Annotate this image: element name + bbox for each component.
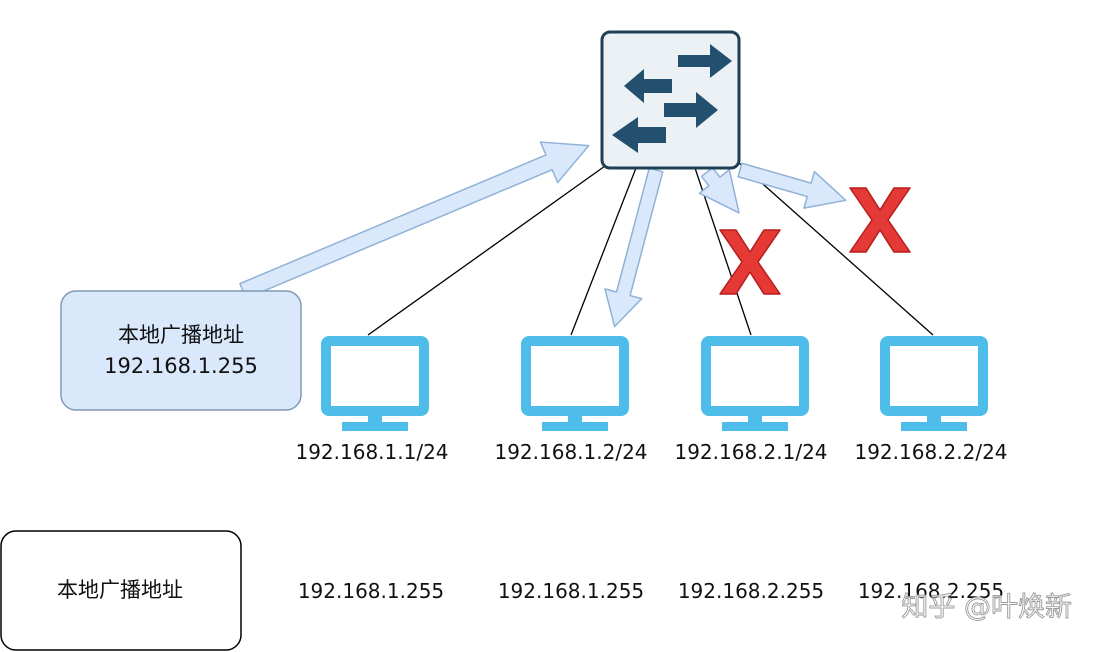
broadcast-address: 192.168.2.255 [678, 579, 824, 603]
monitor-icon [706, 341, 804, 431]
legend-label: 本地广播地址 [57, 578, 183, 602]
x-mark-icon [849, 187, 911, 253]
host-ip-label: 192.168.2.1/24 [674, 440, 827, 464]
callout-title: 本地广播地址 [118, 323, 244, 347]
link-host-2 [570, 167, 637, 336]
host-4 [885, 341, 983, 431]
host-ip-label: 192.168.2.2/24 [854, 440, 1007, 464]
broadcast-address: 192.168.1.255 [498, 579, 644, 603]
flow-arrow-to-host-2 [604, 167, 664, 328]
host-1 [326, 341, 424, 431]
legend-box: 本地广播地址 [0, 530, 242, 651]
link-host-4 [737, 161, 934, 336]
callout-address: 192.168.1.255 [104, 354, 258, 378]
broadcast-address: 192.168.2.255 [858, 579, 1004, 603]
flow-arrows [239, 141, 847, 328]
flow-arrow-to-switch [239, 141, 590, 300]
host-3 [706, 341, 804, 431]
flow-arrow-to-host-4 [737, 162, 847, 209]
monitor-icon [885, 341, 983, 431]
link-host-1 [367, 165, 606, 336]
host-ip-label: 192.168.1.1/24 [295, 440, 448, 464]
monitor-icon [526, 341, 624, 431]
broadcast-callout: 本地广播地址 192.168.1.255 [60, 290, 302, 411]
host-ip-label: 192.168.1.2/24 [494, 440, 647, 464]
watermark: 知乎 @叶焕新 [901, 592, 1072, 623]
host-2 [526, 341, 624, 431]
network-switch-icon [600, 30, 741, 170]
x-mark-icon [719, 229, 781, 295]
monitor-icon [326, 341, 424, 431]
flow-arrow-to-host-3 [698, 166, 740, 214]
broadcast-address: 192.168.1.255 [298, 579, 444, 603]
